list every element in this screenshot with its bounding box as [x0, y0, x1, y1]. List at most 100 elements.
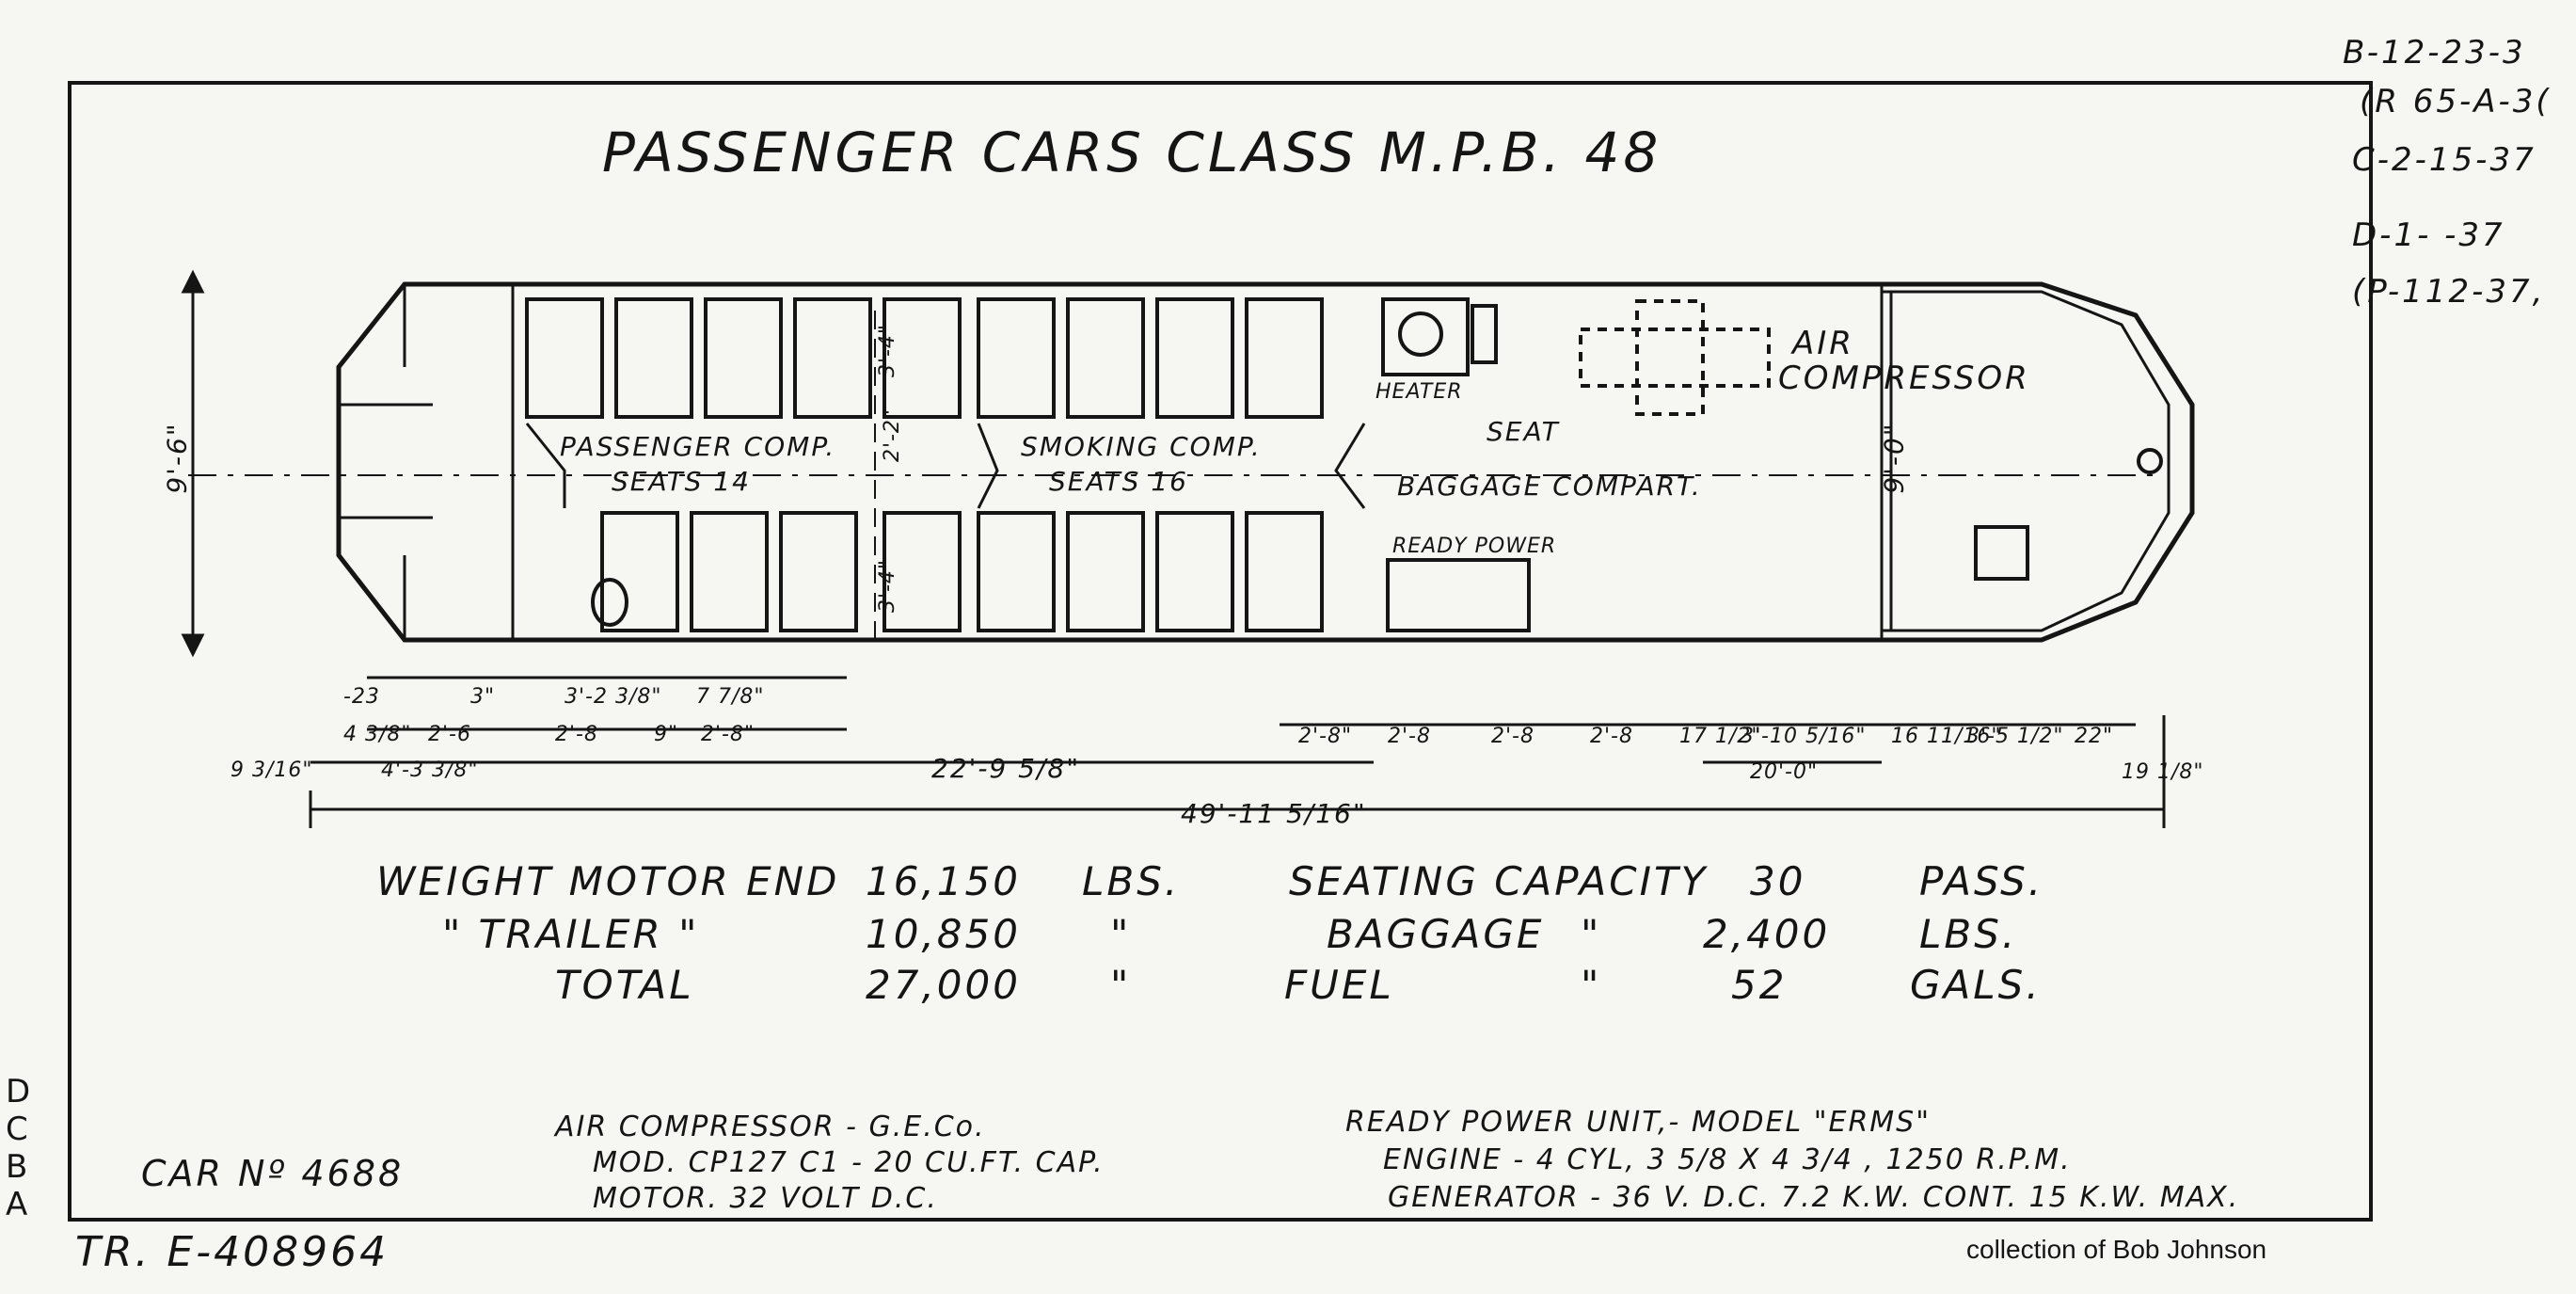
dim-left-2e: 2'-8": [701, 723, 755, 746]
capacity-value: 52: [1731, 962, 1788, 1008]
seat: [779, 511, 858, 632]
dim-right-7: 16 11/16": [1891, 725, 2002, 748]
car-number: CAR Nº 4688: [141, 1153, 405, 1194]
car-outline: [336, 281, 2195, 643]
seat: [600, 511, 679, 632]
seat: [1245, 511, 1324, 632]
air-label: AIR: [1792, 325, 1854, 362]
weight-value: 16,150: [866, 858, 1021, 904]
revision-b: B-12-23-3: [2343, 34, 2526, 72]
revision-letter: C: [6, 1110, 28, 1148]
seat: [977, 511, 1056, 632]
revision-letters: D C B A: [6, 1073, 30, 1223]
ready-power-line2: ENGINE - 4 CYL, 3 5/8 X 4 3/4 , 1250 R.P…: [1383, 1143, 2072, 1176]
dim-left-3c: 22'-9 5/8": [931, 753, 1081, 784]
dim-right-5: 17 1/2": [1679, 725, 1762, 748]
smoking-comp-label: SMOKING COMP.: [1021, 431, 1262, 462]
dim-left-2b: 2'-6: [428, 723, 471, 746]
dim-right-8: 3'-5 1/2": [1966, 725, 2064, 748]
dim-left-1c: 3'-2 3/8": [564, 685, 662, 709]
baggage-comp-label: BAGGAGE COMPART.: [1397, 471, 1702, 502]
drawing-title: PASSENGER CARS CLASS M.P.B. 48: [602, 120, 1662, 184]
dim-left-3a: 9 3/16": [231, 759, 313, 782]
weight-label: " TRAILER ": [442, 911, 700, 957]
dim-right-1: 2'-8": [1298, 725, 1353, 748]
ready-power-label: READY POWER: [1392, 535, 1557, 558]
dim-right-2: 2'-8: [1388, 725, 1431, 748]
seat-label: SEAT: [1487, 416, 1560, 447]
inner-height-dim: 9'-0": [1878, 422, 1910, 494]
weight-label: WEIGHT MOTOR END: [376, 858, 840, 904]
revision-p: (P-112-37,: [2352, 273, 2546, 311]
capacity-label: SEATING CAPACITY: [1289, 858, 1709, 904]
air-compressor-line3: MOTOR. 32 VOLT D.C.: [593, 1182, 938, 1215]
seat: [525, 297, 604, 419]
capacity-label: FUEL: [1284, 962, 1394, 1008]
air-compressor-line2: MOD. CP127 C1 - 20 CU.FT. CAP.: [593, 1146, 1105, 1179]
compressor-label: COMPRESSOR: [1778, 359, 2030, 397]
tracing-number: TR. E-408964: [75, 1228, 390, 1276]
ready-power-box: [1386, 558, 1531, 632]
seat: [704, 297, 783, 419]
dim-right-4: 2'-8: [1590, 725, 1633, 748]
seat-pitch-a: 3'-4": [876, 323, 900, 378]
seat: [690, 511, 769, 632]
seat: [1066, 297, 1145, 419]
capacity-value: 30: [1750, 858, 1806, 904]
capacity-unit: LBS.: [1919, 911, 2018, 957]
dim-left-1a: -23: [343, 685, 380, 709]
capacity-unit: GALS.: [1910, 962, 2042, 1008]
weight-unit: ": [1110, 911, 1132, 957]
capacity-ditto: ": [1581, 962, 1602, 1008]
dim-end-offset: 19 1/8": [2122, 760, 2204, 784]
dim-right-6: 3'-10 5/16": [1741, 725, 1867, 748]
revision-letter: B: [6, 1148, 28, 1186]
dim-left-2d: 9": [654, 723, 679, 746]
dim-right-3: 2'-8: [1491, 725, 1534, 748]
capacity-value: 2,400: [1703, 911, 1831, 957]
revision-letter: D: [6, 1073, 31, 1110]
heater-label: HEATER: [1375, 380, 1463, 404]
seat: [1066, 511, 1145, 632]
credit-text: collection of Bob Johnson: [1966, 1235, 2267, 1264]
seat: [793, 297, 872, 419]
revision-letter: A: [6, 1186, 28, 1223]
dim-right-9: 22": [2075, 725, 2114, 748]
revision-d: D-1- -37: [2352, 216, 2505, 254]
toilet: [591, 578, 628, 627]
revision-r: (R 65-A-3(: [2360, 83, 2552, 120]
height-dim: 9'-6": [161, 422, 193, 494]
dim-span-20: 20'-0": [1750, 760, 1819, 784]
ready-power-line1: READY POWER UNIT,- MODEL "ERMS": [1345, 1106, 1932, 1139]
weight-value: 10,850: [866, 911, 1021, 957]
capacity-label: BAGGAGE: [1327, 911, 1545, 957]
seat: [1155, 297, 1234, 419]
weight-value: 27,000: [866, 962, 1021, 1008]
seat: [883, 297, 962, 419]
seat: [977, 297, 1056, 419]
hatch: [1974, 525, 2029, 581]
capacity-unit: PASS.: [1919, 858, 2044, 904]
dim-left-2a: 4 3/8": [343, 723, 412, 746]
seat-pitch-b: 2'-2": [881, 407, 905, 463]
heater-box: [1381, 297, 1470, 376]
passenger-comp-label: PASSENGER COMP.: [560, 431, 836, 462]
air-compressor-line1: AIR COMPRESSOR - G.E.Co.: [555, 1110, 986, 1143]
heater-drum: [1398, 312, 1443, 357]
dim-left-1d: 7 7/8": [696, 685, 765, 709]
seat: [1155, 511, 1234, 632]
passenger-seats-label: SEATS 14: [612, 466, 751, 497]
seat-pitch-c: 3'-4": [876, 558, 900, 614]
dim-overall: 49'-11 5/16": [1181, 798, 1367, 829]
smoking-seats-label: SEATS 16: [1049, 466, 1188, 497]
dim-left-3b: 4'-3 3/8": [381, 759, 479, 782]
capacity-ditto: ": [1581, 911, 1602, 957]
weight-label: TOTAL: [555, 962, 694, 1008]
weight-unit: ": [1110, 962, 1132, 1008]
revision-c: C-2-15-37: [2352, 141, 2536, 179]
seat: [614, 297, 693, 419]
dim-left-1b: 3": [470, 685, 496, 709]
ready-power-line3: GENERATOR - 36 V. D.C. 7.2 K.W. CONT. 15…: [1388, 1181, 2240, 1214]
weight-unit: LBS.: [1082, 858, 1181, 904]
